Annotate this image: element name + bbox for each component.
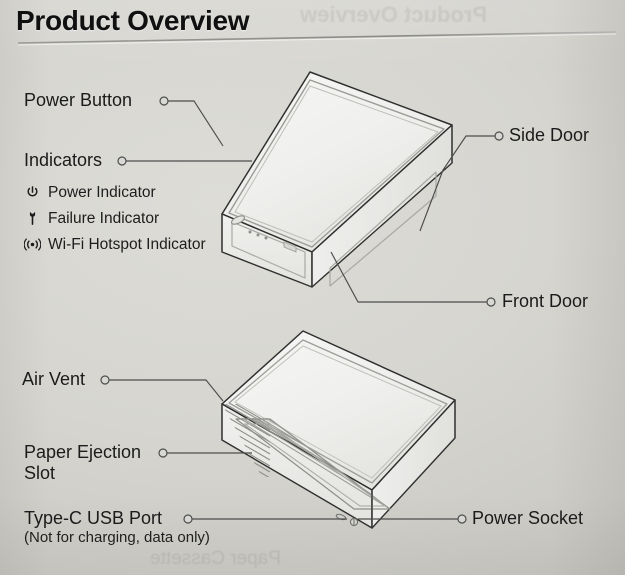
indicator-dot-power xyxy=(248,230,252,234)
callout-label-paper-ejection-slot-line2: Slot xyxy=(24,462,56,483)
callout-label-type-c-usb-port: Type-C USB Port (Not for charging, data … xyxy=(24,508,210,546)
callout-label-indicators: Indicators xyxy=(24,150,103,170)
device-top-illustration xyxy=(221,71,453,288)
leader-side-door xyxy=(419,131,504,232)
indicator-legend-item-power: Power Indicator xyxy=(22,181,206,204)
callout-label-front-door: Front Door xyxy=(502,291,589,311)
callout-label-air-vent: Air Vent xyxy=(22,369,86,389)
callout-label-type-c-usb-port-title: Type-C USB Port xyxy=(24,508,163,528)
callout-label-paper-ejection-slot-line1: Paper Ejection xyxy=(24,442,142,462)
callout-label-paper-ejection-slot: Paper Ejection Slot xyxy=(24,442,141,483)
wrench-icon xyxy=(22,209,42,229)
power-button-glyph xyxy=(231,215,245,225)
indicator-dot-failure xyxy=(256,233,260,237)
indicator-legend-label: Power Indicator xyxy=(48,183,156,201)
leader-paper-ejection-slot xyxy=(158,448,252,458)
indicator-legend-label: Wi-Fi Hotspot Indicator xyxy=(48,235,206,253)
title-rule xyxy=(17,31,617,46)
leader-power-button xyxy=(159,96,224,147)
page-title: Product Overview xyxy=(16,5,250,36)
leader-type-c-usb-port xyxy=(183,514,347,524)
indicator-legend-item-wifi: Wi-Fi Hotspot Indicator xyxy=(22,233,206,256)
power-icon xyxy=(22,183,42,203)
leader-power-socket xyxy=(358,514,467,524)
leader-air-vent xyxy=(100,375,224,402)
indicator-legend-list: Power Indicator Failure Indicator xyxy=(22,181,206,259)
leader-indicators xyxy=(117,156,252,166)
callout-note-type-c-usb-port: (Not for charging, data only) xyxy=(24,528,210,546)
wifi-hotspot-icon xyxy=(22,235,42,255)
leader-lines xyxy=(100,96,504,524)
callout-label-power-socket: Power Socket xyxy=(472,508,584,528)
indicator-legend-label: Failure Indicator xyxy=(48,209,160,227)
callout-label-power-button: Power Button xyxy=(24,90,133,110)
type-c-usb-port-glyph xyxy=(335,513,347,521)
device-rear-illustration xyxy=(221,330,456,529)
callout-label-side-door: Side Door xyxy=(509,125,590,145)
indicator-legend-item-failure: Failure Indicator xyxy=(22,207,206,230)
leader-front-door xyxy=(330,251,496,307)
indicator-dot-wifi xyxy=(264,236,268,240)
